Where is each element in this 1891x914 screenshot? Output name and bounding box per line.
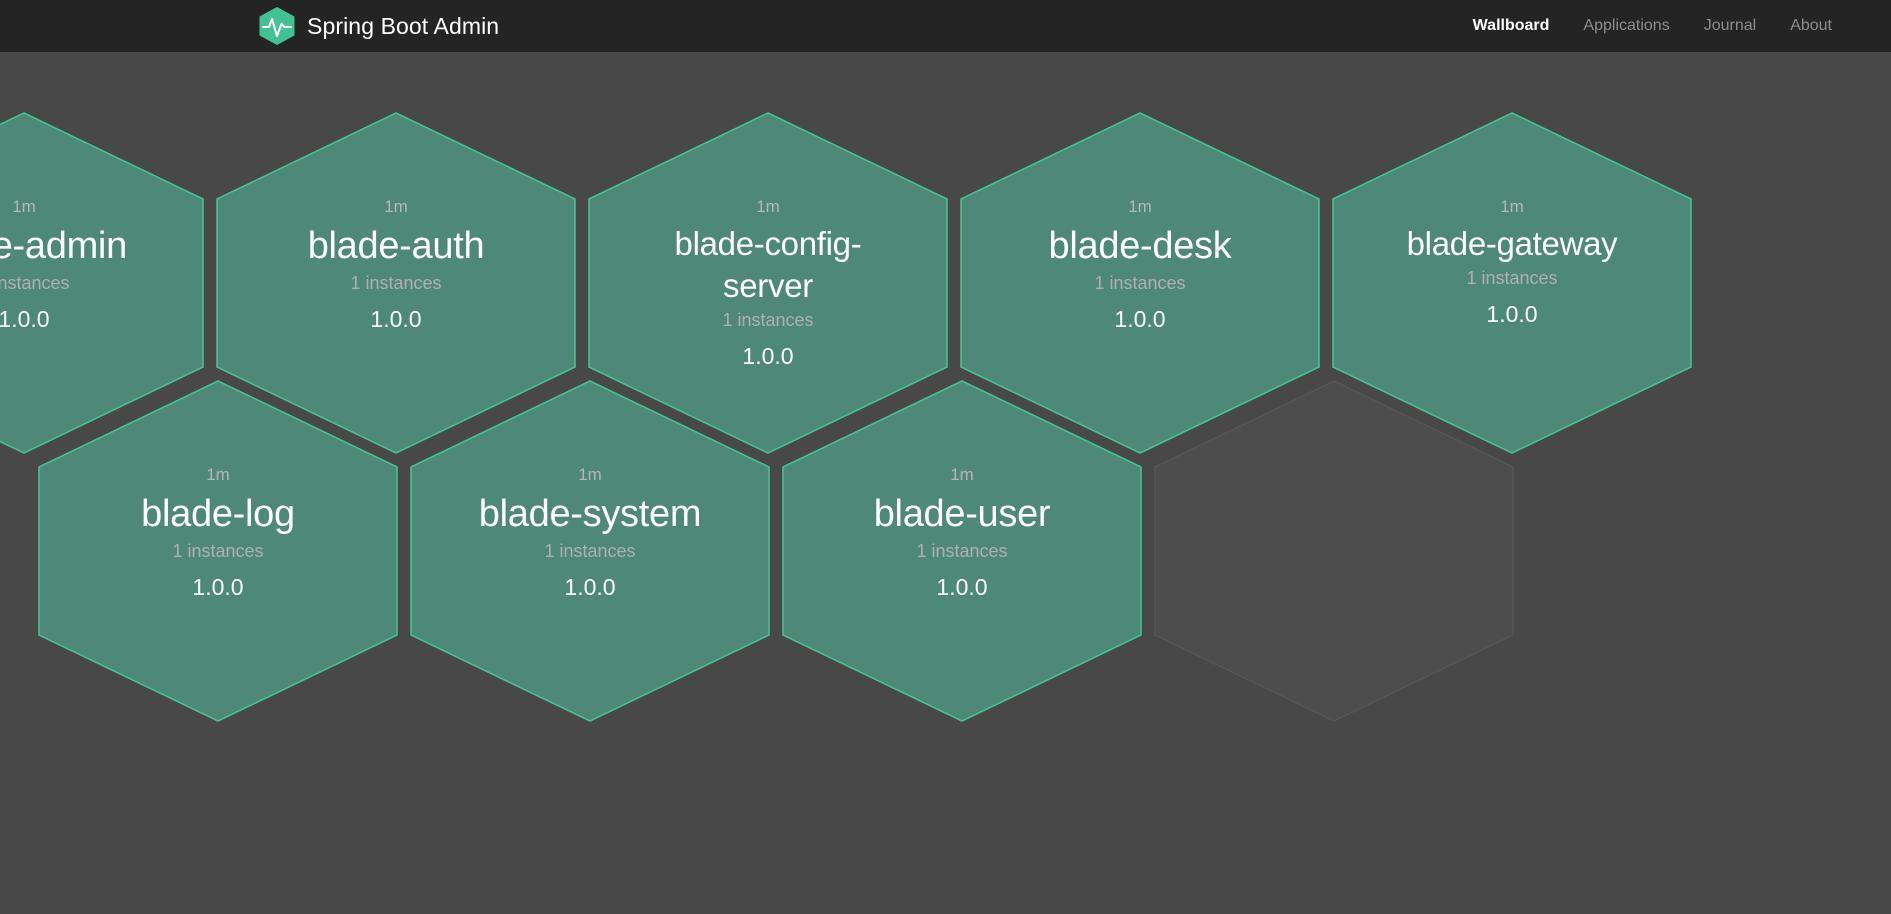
main-nav: Wallboard Applications Journal About (1456, 0, 1849, 52)
nav-item-journal[interactable]: Journal (1703, 17, 1757, 34)
nav-item-wallboard[interactable]: Wallboard (1472, 17, 1550, 34)
brand-home-link[interactable]: Spring Boot Admin (258, 6, 499, 46)
heartbeat-hexagon-logo-icon (258, 6, 296, 46)
brand-title: Spring Boot Admin (307, 12, 500, 39)
top-navbar: Spring Boot Admin Wallboard Applications… (0, 0, 1891, 52)
nav-item-applications[interactable]: Applications (1583, 17, 1670, 34)
hexagon-placeholder (1153, 379, 1515, 723)
nav-item-about[interactable]: About (1790, 17, 1832, 34)
